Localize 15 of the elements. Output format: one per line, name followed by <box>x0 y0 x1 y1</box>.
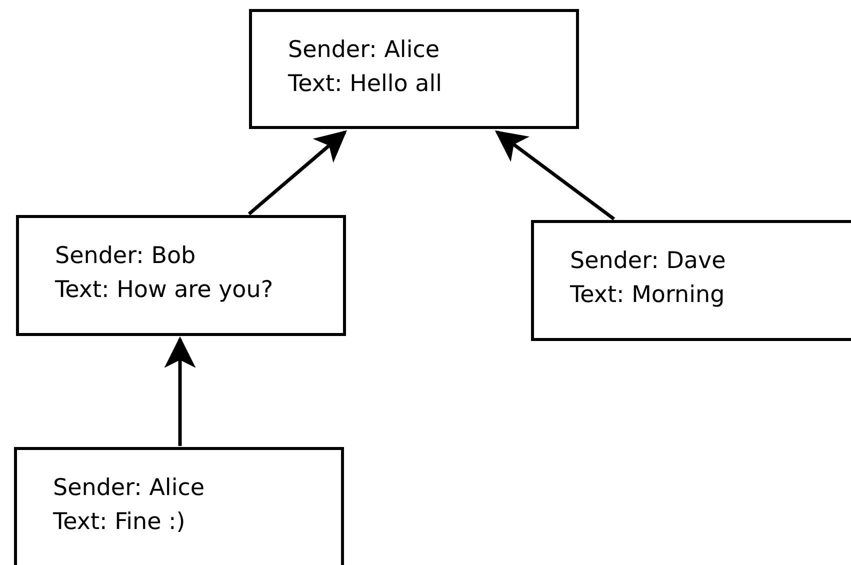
sender-text: Sender: Bob <box>55 242 196 271</box>
message-box <box>531 220 851 341</box>
sender-text: Sender: Alice <box>53 474 204 503</box>
message-box <box>14 447 344 565</box>
arrow <box>494 130 616 220</box>
arrow <box>164 336 196 446</box>
message-box <box>16 215 346 336</box>
message-text: Text: Fine :) <box>53 508 186 537</box>
message-text: Text: Hello all <box>288 70 442 99</box>
message-text: Text: Morning <box>570 281 725 310</box>
message-text: Text: How are you? <box>55 276 274 305</box>
sender-text: Sender: Dave <box>570 247 726 276</box>
arrow <box>248 130 347 216</box>
message-box <box>249 9 579 129</box>
sender-text: Sender: Alice <box>288 36 440 65</box>
